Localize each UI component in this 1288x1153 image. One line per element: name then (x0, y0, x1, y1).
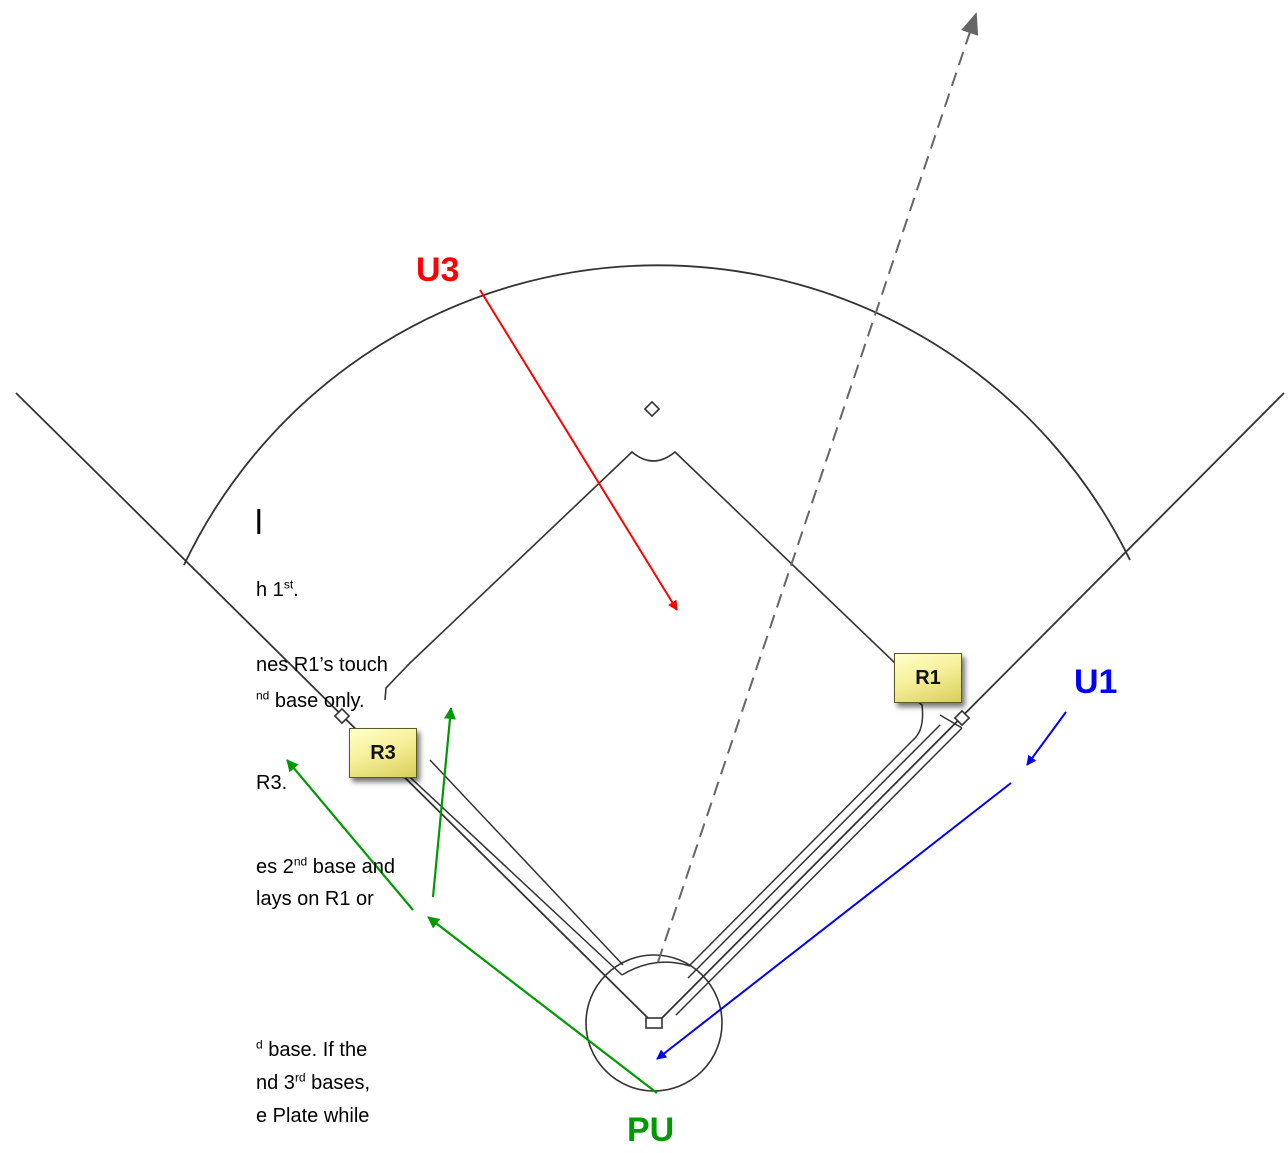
runner-lane (939, 714, 963, 729)
right-foul-line (654, 392, 1285, 1026)
first-base-path (675, 699, 963, 1016)
first-base (953, 709, 971, 727)
partial-text-line-5a: d base. If the (256, 1037, 368, 1061)
runner-r3-marker: R3 (349, 728, 417, 778)
third-base-path (381, 750, 624, 976)
partial-text-line-2b: nd base only. (256, 688, 365, 712)
partial-text-line-4a: es 2nd base and (256, 854, 396, 878)
pu-movement-arrow-2 (286, 759, 414, 911)
second-base (643, 400, 661, 418)
partial-bracket: l (255, 504, 263, 542)
partial-text-line-5c: e Plate while (256, 1105, 370, 1127)
pu-movement-arrow-3 (431, 707, 456, 898)
umpire-u3-label: U3 (416, 251, 460, 289)
runner-r1-marker: R1 (894, 653, 962, 703)
partial-text-line-3: R3. (256, 772, 288, 794)
partial-text-line-4b: lays on R1 or (256, 888, 374, 910)
outfield-arc (183, 264, 1131, 566)
u1-approach-arrow (1026, 711, 1067, 766)
partial-text-line-1: h 1st. (256, 577, 299, 601)
left-foul-line (15, 392, 656, 1026)
third-base (333, 707, 351, 725)
infield-outline (384, 450, 898, 701)
pu-movement-arrow-1 (427, 916, 658, 1094)
partial-text-line-2a: nes R1’s touch (256, 654, 388, 676)
partial-text-line-5b: nd 3rd bases, (256, 1070, 371, 1094)
u3-movement-arrow (479, 289, 678, 611)
home-plate (645, 1017, 663, 1029)
umpire-u1-label: U1 (1074, 663, 1118, 701)
umpire-pu-label: PU (627, 1111, 675, 1149)
u1-movement-arrow (656, 782, 1012, 1060)
ball-path-arrow (657, 12, 979, 963)
batters-box-arc (621, 961, 691, 976)
